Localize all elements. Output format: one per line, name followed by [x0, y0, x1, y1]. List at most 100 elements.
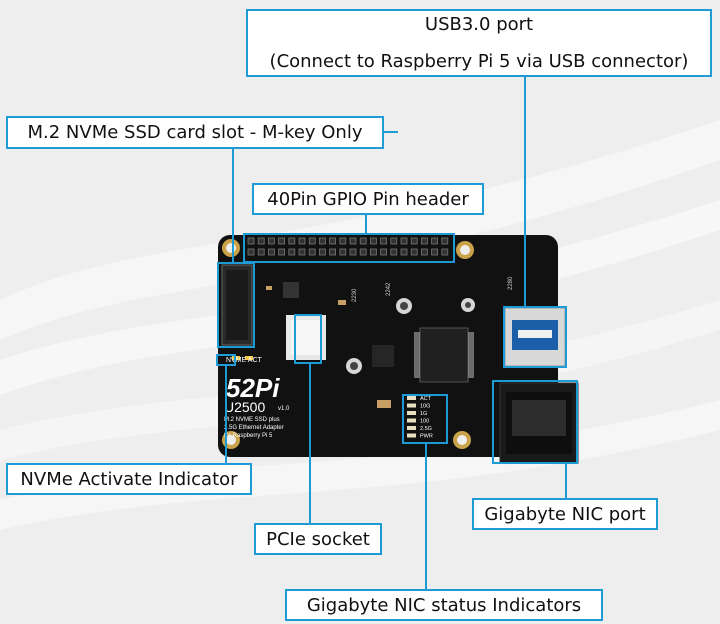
mounting-hole [222, 239, 240, 257]
gpio-pin [339, 237, 347, 245]
gpio-pin [359, 248, 367, 256]
gpio-pin [420, 237, 428, 245]
mounting-hole [453, 431, 471, 449]
gpio-pin [400, 248, 408, 256]
gpio-pin [349, 237, 357, 245]
chip-pins [414, 332, 474, 378]
leader-status-v [425, 444, 427, 592]
callout-nic-status: Gigabyte NIC status Indicators [285, 589, 603, 621]
nic-status-highlight [402, 394, 448, 444]
usb-port-highlight [503, 306, 567, 368]
nic-led [407, 403, 416, 408]
board-logo: 52Pi [226, 373, 280, 403]
callout-gpio-header: 40Pin GPIO Pin header [252, 183, 484, 215]
gpio-pin [420, 248, 428, 256]
nic-led [407, 418, 416, 423]
leader-nvme-v [225, 366, 227, 464]
gpio-pin [257, 248, 265, 256]
gpio-pin [288, 248, 296, 256]
gpio-pin [410, 237, 418, 245]
gpio-pin [267, 248, 275, 256]
leader-nic-v [565, 464, 567, 500]
nvme-act-silk: NVME ACT [226, 357, 263, 364]
nic-led [407, 426, 416, 430]
gpio-pin [318, 248, 326, 256]
board-desc-2: 2.5G Ethernet Adapter [224, 425, 284, 431]
pcie-socket-highlight [294, 314, 322, 364]
gpio-pin [278, 248, 286, 256]
gpio-header-label: 40Pin GPIO Pin header [267, 188, 469, 210]
gpio-pin [257, 237, 265, 245]
leader-gpio-v [365, 212, 367, 234]
gpio-pin [308, 237, 316, 245]
leader-ssd-v [232, 131, 234, 263]
nic-led-label: ACT [420, 396, 432, 402]
gpio-pin [390, 248, 398, 256]
nic-led-label: 10G [420, 404, 430, 410]
gpio-pin [267, 237, 275, 245]
nic-led [407, 411, 416, 415]
gpio-pin [339, 248, 347, 256]
gpio-pin [390, 237, 398, 245]
nvme-indicator-label: NVMe Activate Indicator [20, 468, 238, 490]
gpio-pin [400, 237, 408, 245]
gpio-header-highlight [243, 233, 455, 263]
nic-led [407, 396, 416, 400]
mounting-hole [456, 241, 474, 259]
gpio-pin [349, 248, 357, 256]
gpio-pins [247, 237, 449, 256]
nic-led [407, 433, 416, 438]
gpio-pin [288, 237, 296, 245]
gpio-pin [318, 237, 326, 245]
leader-pcie-v [309, 364, 311, 524]
gpio-pin [247, 237, 255, 245]
gpio-pin [380, 248, 388, 256]
ssd-slot-label: M.2 NVMe SSD card slot - M-key Only [27, 122, 363, 143]
callout-nvme-indicator: NVMe Activate Indicator [6, 463, 252, 495]
nic-port-highlight [492, 380, 578, 464]
gpio-pin [247, 248, 255, 256]
usb-port-note: (Connect to Raspberry Pi 5 via USB conne… [269, 51, 689, 72]
callout-ssd-slot: M.2 NVMe SSD card slot - M-key Only [6, 116, 384, 149]
nvme-indicator-highlight [216, 354, 236, 366]
usb-port-label: USB3.0 port [424, 14, 534, 35]
gpio-pin [308, 248, 316, 256]
gpio-pin [298, 248, 306, 256]
callout-pcie-socket: PCIe socket [254, 523, 382, 555]
mounting-hole [461, 298, 475, 312]
gpio-pin [441, 237, 449, 245]
board-desc-3: for Raspberry Pi 5 [224, 433, 273, 439]
size-2242: 2242 [386, 282, 392, 296]
gpio-pin [329, 237, 337, 245]
gpio-pin [359, 237, 367, 245]
gpio-pin [329, 248, 337, 256]
callout-nic-port: Gigabyte NIC port [472, 498, 658, 530]
board-model: U2500 [224, 399, 265, 415]
gpio-pin [431, 248, 439, 256]
gpio-pin [369, 237, 377, 245]
nic-port-label: Gigabyte NIC port [484, 503, 646, 525]
leader-usb-v [524, 77, 526, 307]
nic-led-label: 1G [420, 411, 427, 417]
nic-led-label: 100 [420, 419, 429, 425]
nic-led-label: 2.5G [420, 426, 432, 432]
size-2280: 2280 [508, 276, 514, 290]
ssd-slot-highlight [217, 262, 255, 348]
nic-led-label: PWR [420, 434, 433, 440]
mounting-hole [396, 298, 412, 314]
callout-usb-port: USB3.0 port (Connect to Raspberry Pi 5 v… [246, 9, 712, 77]
board-version: v1.0 [278, 406, 290, 412]
gpio-pin [441, 248, 449, 256]
gpio-pin [369, 248, 377, 256]
nic-status-label: Gigabyte NIC status Indicators [306, 594, 582, 616]
gpio-pin [431, 237, 439, 245]
gpio-pin [278, 237, 286, 245]
mounting-hole [346, 358, 362, 374]
pcie-socket-label: PCIe socket [266, 528, 370, 550]
gpio-pin [380, 237, 388, 245]
size-2230: 2230 [352, 288, 358, 302]
board-desc-1: M.2 NVME SSD plus [224, 417, 280, 423]
gpio-pin [410, 248, 418, 256]
